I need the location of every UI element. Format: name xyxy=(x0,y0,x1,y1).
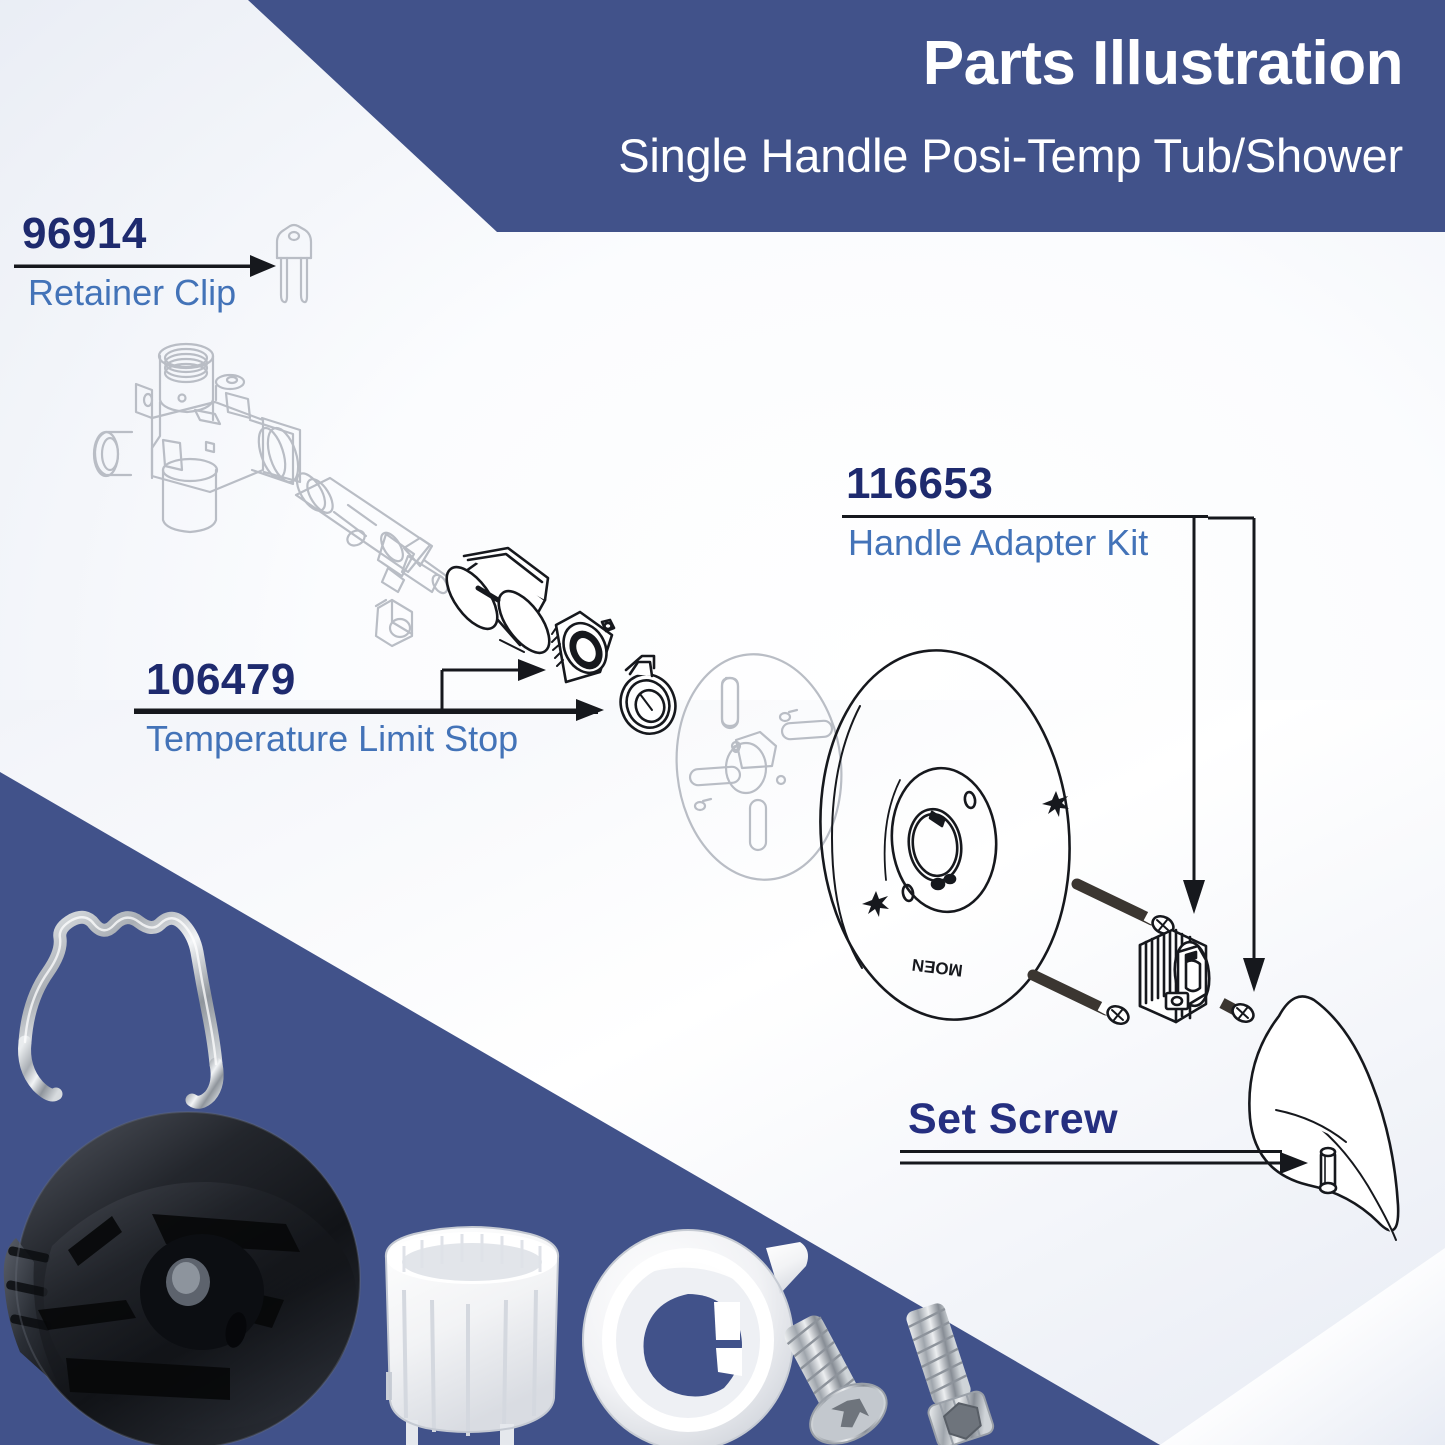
callout-handle-adapter-kit: 116653 Handle Adapter Kit xyxy=(842,462,1208,562)
callout-temperature-limit-stop: 106479 Temperature Limit Stop xyxy=(134,658,598,758)
callout-retainer-clip: 96914 Retainer Clip xyxy=(14,212,260,312)
mounting-screw-long-upper xyxy=(1071,878,1175,936)
callout-number-116653: 116653 xyxy=(846,459,994,508)
handle-adapter xyxy=(1138,928,1211,1024)
callout-rule-set-screw xyxy=(900,1150,1282,1153)
handle-adapter-photo xyxy=(3,1111,361,1445)
temperature-limit-stop-cap xyxy=(619,654,677,735)
callout-description-106479: Temperature Limit Stop xyxy=(146,718,519,759)
cartridge-clip xyxy=(374,598,414,648)
bottom-right-light-wedge xyxy=(1160,1248,1445,1445)
hot-cold-indicator-icons xyxy=(862,791,1069,917)
handle-stop-tube xyxy=(445,546,551,655)
temperature-limit-stop-ring xyxy=(551,610,616,684)
escutcheon-mounting-plate xyxy=(675,653,843,881)
callout-number-106479: 106479 xyxy=(146,655,296,704)
retainer-clip-photo xyxy=(18,910,224,1109)
mounting-screw-long-lower xyxy=(1027,969,1130,1026)
lever-handle xyxy=(1248,995,1400,1241)
temperature-limit-stop-photo xyxy=(384,1226,560,1445)
callout-rule-96914 xyxy=(14,265,260,268)
callout-rule-116653 xyxy=(842,515,1208,518)
escutcheon-trim-plate xyxy=(819,649,1071,1021)
page-subtitle: Single Handle Posi-Temp Tub/Shower xyxy=(618,129,1403,182)
arrow-set-screw xyxy=(900,1152,1308,1174)
arrow-116653-drop-2 xyxy=(1243,518,1265,992)
arrow-106479-lower xyxy=(134,699,604,721)
arrow-106479-upper xyxy=(440,659,546,710)
phillips-screw-photo xyxy=(784,1315,888,1445)
callout-rule-106479 xyxy=(134,711,598,714)
adapter-screw xyxy=(1219,998,1255,1024)
callout-set-screw: Set Screw xyxy=(900,1098,1282,1159)
callout-number-96914: 96914 xyxy=(22,209,147,258)
cartridge xyxy=(294,472,454,595)
page-title: Parts Illustration xyxy=(922,29,1404,98)
callout-label-set-screw: Set Screw xyxy=(908,1095,1119,1143)
arrow-116653-drop-1 xyxy=(1183,518,1205,914)
valve-body xyxy=(92,342,302,534)
header-navy-band xyxy=(248,0,1445,232)
limit-stop-cap-photo xyxy=(582,1229,808,1445)
retainer-clip-icon xyxy=(275,223,313,304)
set-screw-pin xyxy=(1318,1146,1338,1195)
callout-description-96914: Retainer Clip xyxy=(28,272,237,313)
hex-socket-screw-photo xyxy=(906,1303,995,1445)
callout-description-116653: Handle Adapter Kit xyxy=(848,522,1149,563)
